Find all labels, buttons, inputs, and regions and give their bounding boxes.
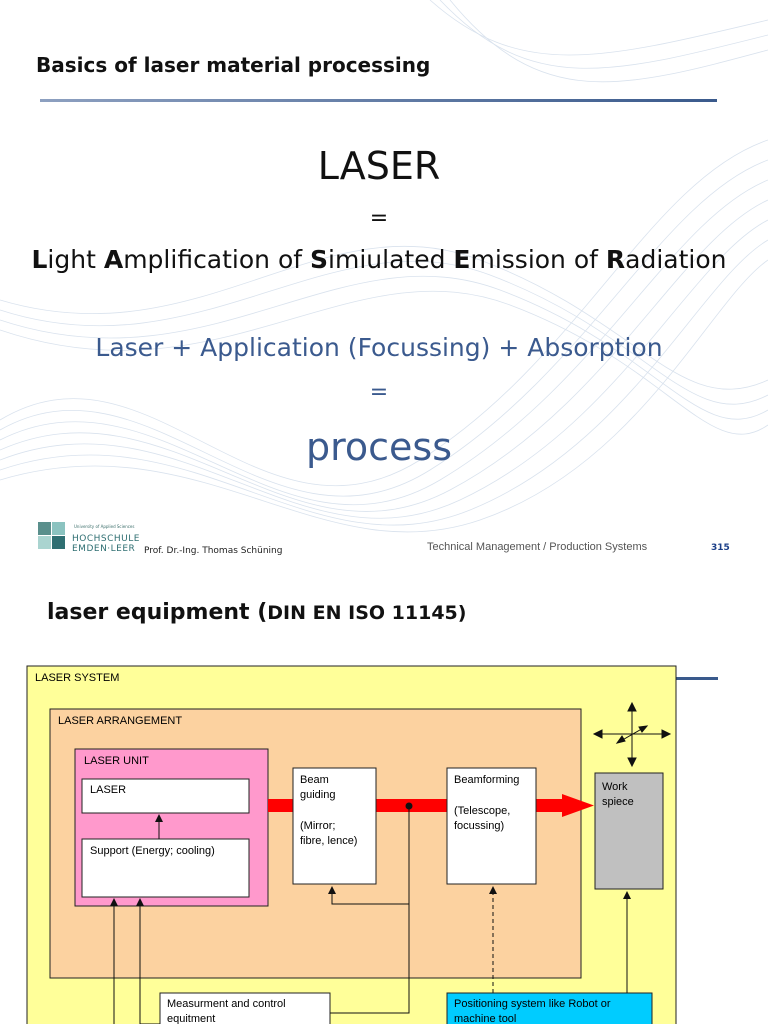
- process-result: process: [305, 425, 453, 469]
- laser-heading: LASER: [317, 144, 441, 188]
- logo-square: [38, 536, 51, 549]
- measurement-control-box: [159, 992, 331, 1024]
- workpiece-line: spiece: [602, 796, 634, 808]
- measurement-line: Measurment and control: [167, 998, 286, 1010]
- equals-sign: =: [369, 206, 389, 231]
- acronym-letter: S: [310, 245, 329, 274]
- beamforming-line: focussing): [454, 820, 504, 832]
- beamforming-label: Beamforming (Telescope, focussing): [454, 774, 522, 832]
- acronym-word: imiulated: [328, 245, 454, 274]
- logo-name-line1: HOCHSCHULE: [72, 534, 140, 544]
- acronym-letter: E: [453, 245, 471, 274]
- beam-guiding-label: Beam guiding (Mirror; fibre, lence): [300, 774, 357, 847]
- acronym-word: mplification of: [123, 245, 311, 274]
- acronym-letter: R: [605, 245, 626, 274]
- beam-guiding-box: [292, 767, 377, 885]
- connector-lines: [110, 806, 631, 1024]
- positioning-system-box: [446, 992, 653, 1024]
- author-name: Prof. Dr.-Ing. Thomas Schüning: [144, 546, 283, 556]
- beamforming-box: [446, 767, 537, 885]
- workpiece-label: Work spiece: [602, 781, 634, 808]
- workpiece-line: Work: [602, 781, 628, 793]
- logo-square: [38, 522, 51, 535]
- positioning-line: Positioning system like Robot or: [454, 998, 611, 1010]
- positioning-system-label: Positioning system like Robot or machine…: [454, 998, 614, 1024]
- beam-guiding-line: Beam: [300, 774, 329, 786]
- title-divider-2: [676, 677, 718, 680]
- title-divider: [40, 99, 717, 102]
- acronym-word: ight: [47, 245, 104, 274]
- logo-square: [52, 536, 65, 549]
- beam-guiding-line: guiding: [300, 789, 335, 801]
- beam-junction-dot: [405, 802, 413, 810]
- laser-box: [81, 778, 250, 814]
- university-logo: University of Applied Sciences HOCHSCHUL…: [38, 522, 140, 558]
- beamforming-line: Beamforming: [454, 774, 519, 786]
- equipment-title: laser equipment (DIN EN ISO 11145): [47, 600, 466, 625]
- process-formula: Laser + Application (Focussing) + Absorp…: [95, 333, 663, 362]
- laser-system-label: LASER SYSTEM: [35, 672, 119, 684]
- acronym-word: adiation: [625, 245, 727, 274]
- laser-arrangement-label: LASER ARRANGEMENT: [58, 715, 182, 727]
- laser-system-diagram: LASER SYSTEM LASER ARRANGEMENT LASER UNI…: [26, 665, 677, 1024]
- logo-university-text: University of Applied Sciences: [74, 524, 135, 529]
- page-number: 315: [711, 543, 730, 553]
- slide-title: Basics of laser material processing: [36, 53, 431, 77]
- beam-guiding-line: fibre, lence): [300, 835, 357, 847]
- support-box: [81, 838, 250, 898]
- laser-label: LASER: [90, 784, 126, 796]
- slide-basics: Basics of laser material processing LASE…: [0, 0, 768, 558]
- support-label: Support (Energy; cooling): [90, 845, 215, 857]
- acronym-word: mission of: [470, 245, 606, 274]
- laser-unit-label: LASER UNIT: [84, 755, 149, 767]
- beam-arrow-head: [562, 794, 594, 817]
- course-name: Technical Management / Production System…: [427, 541, 648, 553]
- logo-name-line2: EMDEN·LEER: [72, 544, 136, 554]
- workpiece-box: [594, 772, 664, 890]
- acronym-letter: A: [103, 245, 124, 274]
- acronym-letter: L: [31, 245, 48, 274]
- logo-square: [52, 522, 65, 535]
- motion-axes-icon: [592, 701, 672, 768]
- equipment-title-standard: DIN EN ISO 11145): [267, 602, 467, 624]
- beamforming-line: (Telescope,: [454, 805, 510, 817]
- equals-sign-2: =: [369, 380, 389, 405]
- positioning-line: machine tool: [454, 1013, 516, 1024]
- background-waves: [0, 0, 768, 533]
- laser-acronym: Light Amplification of Simiulated Emissi…: [0, 245, 758, 274]
- beam-guiding-line: (Mirror;: [300, 820, 335, 832]
- measurement-line: equitment: [167, 1013, 215, 1024]
- measurement-control-label: Measurment and control equitment: [167, 998, 289, 1024]
- equipment-title-main: laser equipment (: [47, 600, 268, 625]
